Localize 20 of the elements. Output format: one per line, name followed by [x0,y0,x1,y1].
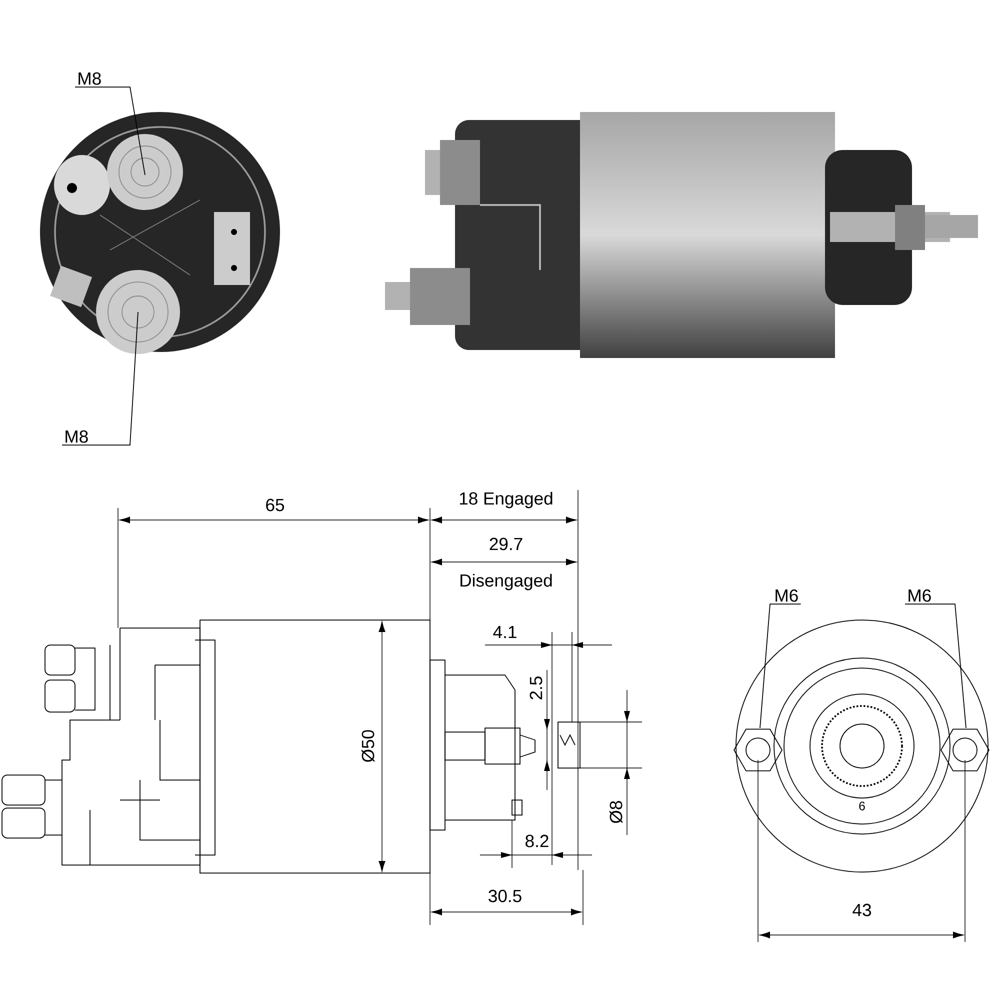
dimension-label: 43 [852,904,872,916]
part-number: 6 [859,802,865,810]
thread-label: M6 [776,589,798,602]
leader-line [760,604,802,728]
thread-label: M8 [66,430,88,443]
thread-label: M8 [78,72,101,85]
thread-label: M6 [908,589,931,602]
dimension-label: Ø50 [361,730,375,762]
dimension-label: 18 Engaged [460,492,552,508]
leader-line [904,604,966,728]
dimension-label: Ø8 [609,801,623,824]
dimension-label: 8.2 [526,834,548,848]
dimension-label: 65 [266,498,284,512]
dimension-label: 2.5 [530,676,542,700]
dimension-label: 4.1 [493,626,516,638]
leader-line [74,86,146,176]
dimension-label: Disengaged [460,574,552,590]
dimension-label: 30.5 [488,890,522,902]
dimension-label: 29.7 [490,538,522,550]
leader-line [62,312,138,446]
